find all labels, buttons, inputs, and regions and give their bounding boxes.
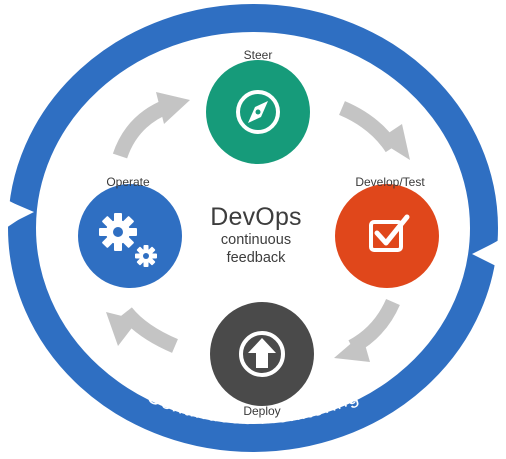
develop-test-label: Develop/Test [355, 175, 425, 189]
develop-test-node [335, 184, 439, 288]
deploy-label: Deploy [243, 404, 281, 418]
upload-arrow-icon [239, 331, 285, 377]
arrow-deploy-to-operate [120, 307, 179, 353]
operate-node [78, 184, 182, 288]
deploy-node [210, 302, 314, 406]
checkbox-icon [369, 214, 410, 252]
center-caption: DevOps continuous feedback [210, 203, 302, 267]
arrow-heads [106, 92, 410, 362]
steer-label: Steer [243, 48, 273, 62]
steer-node [206, 60, 310, 164]
gears-icon [99, 213, 157, 267]
operate-label: Operate [106, 175, 150, 189]
compass-icon [236, 90, 280, 134]
center-title: DevOps [210, 203, 302, 231]
center-line-1: continuous [220, 232, 292, 248]
arrow-operate-to-steer [112, 99, 171, 159]
center-line-2: feedback [226, 250, 286, 266]
monitoring-ring [0, 4, 506, 452]
